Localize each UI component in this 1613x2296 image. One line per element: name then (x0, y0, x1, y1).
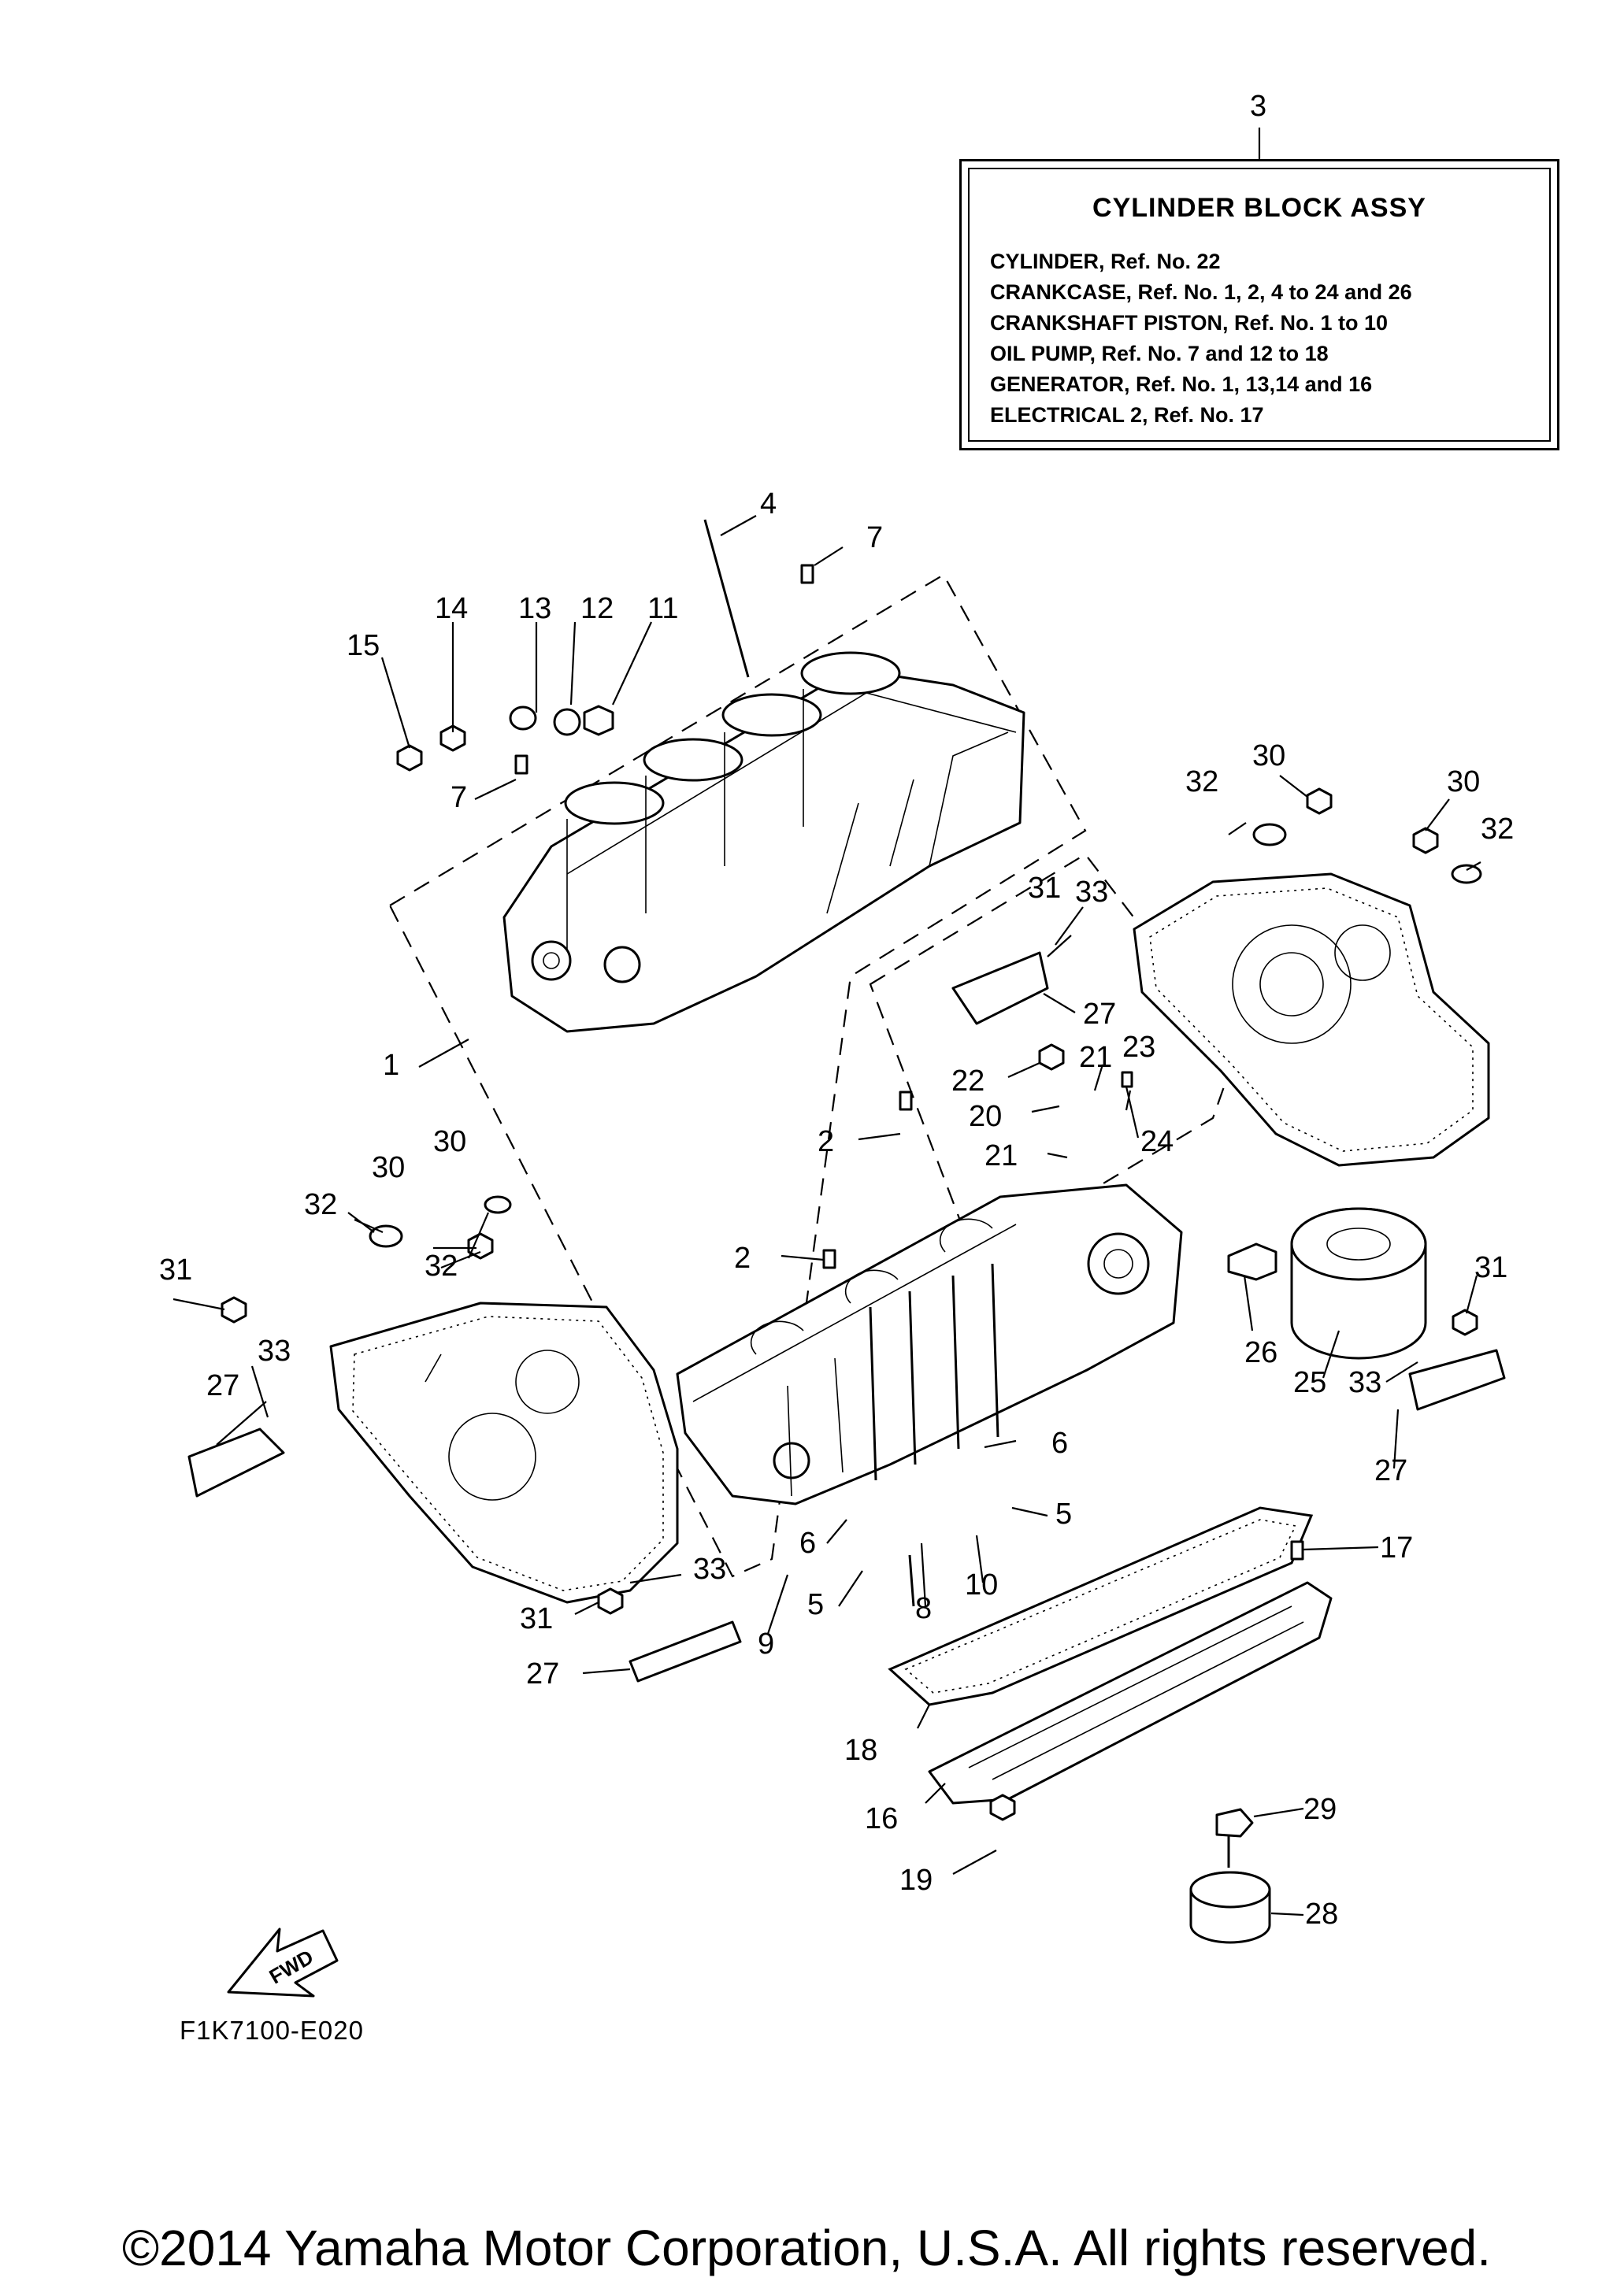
callout-label: 8 (915, 1592, 932, 1625)
assembly-line: CRANKCASE, Ref. No. 1, 2, 4 to 24 and 26 (990, 280, 1412, 304)
callout-label: 19 (899, 1864, 933, 1897)
callout-label: 27 (1083, 998, 1116, 1031)
callout-label: 32 (1185, 765, 1218, 798)
damper (1189, 1871, 1271, 1944)
callout-label: 26 (1244, 1336, 1277, 1369)
callout-label: 31 (159, 1254, 192, 1287)
info-box-inner-frame: CYLINDER BLOCK ASSY CYLINDER, Ref. No. 2… (968, 168, 1551, 442)
callout-label: 27 (1374, 1454, 1407, 1487)
oil-pan (928, 1581, 1333, 1805)
callout-label: 21 (984, 1139, 1018, 1172)
callout-label: 18 (844, 1734, 877, 1767)
cylinder-block-dashed-outline (388, 573, 1087, 1578)
diagram-code: F1K7100-E020 (180, 2016, 364, 2045)
callout-3: 3 (1250, 90, 1266, 123)
callout-label: 33 (1075, 876, 1108, 909)
drain-bolt (1215, 1808, 1254, 1868)
callout-label: 21 (1079, 1041, 1112, 1074)
callout-label: 4 (760, 487, 777, 520)
right-cover (1133, 872, 1490, 1167)
callout-label: 16 (865, 1802, 898, 1835)
callout-label: 17 (1380, 1531, 1413, 1565)
callout-label: 5 (1055, 1498, 1072, 1531)
callout-label: 31 (1474, 1251, 1507, 1284)
callout-label: 23 (1122, 1031, 1155, 1064)
callout-label: 6 (799, 1527, 816, 1560)
callout-label: 10 (965, 1568, 998, 1602)
callout-label: 15 (347, 629, 380, 662)
union-bolt (1227, 1242, 1277, 1281)
callout-label: 28 (1305, 1898, 1338, 1931)
left-cover (329, 1302, 679, 1604)
callout-label: 30 (433, 1125, 466, 1158)
callout-label: 32 (304, 1188, 337, 1221)
callout-label: 27 (206, 1369, 239, 1402)
oil-filter (1290, 1207, 1427, 1360)
callout-label: 24 (1140, 1125, 1174, 1158)
assembly-title: CYLINDER BLOCK ASSY (1092, 193, 1426, 223)
callout-label: 30 (1252, 739, 1285, 772)
engine-mount-lower-right (1408, 1349, 1506, 1411)
callout-label: 12 (580, 592, 614, 625)
callout-label: 25 (1293, 1366, 1326, 1399)
callout-label: 20 (969, 1100, 1002, 1133)
callout-label: 6 (1051, 1427, 1068, 1460)
assembly-line: CYLINDER, Ref. No. 22 (990, 250, 1221, 273)
crankcase-lower-dashed-outline (869, 853, 1238, 1261)
callout-label: 33 (1348, 1366, 1381, 1399)
engine-mount-upper-right (951, 951, 1049, 1025)
engine-mount-left (187, 1428, 285, 1498)
crankcase (676, 1183, 1183, 1505)
callout-label: 33 (258, 1335, 291, 1368)
assembly-contents-list: CYLINDER, Ref. No. 22 CRANKCASE, Ref. No… (990, 246, 1412, 431)
assembly-line: CRANKSHAFT PISTON, Ref. No. 1 to 10 (990, 311, 1389, 335)
assembly-info-box: CYLINDER BLOCK ASSY CYLINDER, Ref. No. 2… (959, 159, 1559, 450)
callout-label: 13 (518, 592, 551, 625)
callout-label: 7 (866, 521, 883, 554)
callout-label: 31 (520, 1602, 553, 1635)
callout-label: 2 (818, 1125, 834, 1158)
copyright-notice: ©2014 Yamaha Motor Corporation, U.S.A. A… (121, 2220, 1492, 2276)
callout-label: 27 (526, 1657, 559, 1691)
callout-label: 31 (1028, 872, 1061, 905)
callout-label: 29 (1303, 1793, 1337, 1826)
callout-label: 32 (425, 1250, 458, 1283)
fwd-arrow: FWD (227, 1928, 339, 1998)
callout-numbers: 3 4 7 14 13 12 11 15 7 1 32 30 30 32 31 … (159, 90, 1514, 1931)
callout-label: 2 (734, 1242, 751, 1275)
assembly-line: OIL PUMP, Ref. No. 7 and 12 to 18 (990, 342, 1329, 365)
callout-label: 7 (451, 781, 467, 814)
assembly-line: GENERATOR, Ref. No. 1, 13,14 and 16 (990, 372, 1373, 396)
callout-label: 22 (951, 1065, 984, 1098)
engine-mount-bottom (629, 1620, 742, 1683)
cylinder-block (502, 651, 1025, 1033)
callout-label: 9 (758, 1628, 774, 1661)
callout-label: 33 (693, 1553, 726, 1586)
callout-label: 5 (807, 1588, 824, 1621)
callout-label: 11 (647, 592, 678, 625)
bolt-fasteners (221, 519, 1478, 1821)
callout-label: 32 (1481, 813, 1514, 846)
callout-label: 1 (383, 1049, 399, 1082)
callout-label: 30 (1447, 765, 1480, 798)
callout-label: 30 (372, 1151, 405, 1184)
leader-lines (172, 515, 1481, 1916)
washers-and-dowels (369, 564, 1482, 1561)
callout-label: 14 (435, 592, 468, 625)
assembly-line: ELECTRICAL 2, Ref. No. 17 (990, 403, 1264, 427)
